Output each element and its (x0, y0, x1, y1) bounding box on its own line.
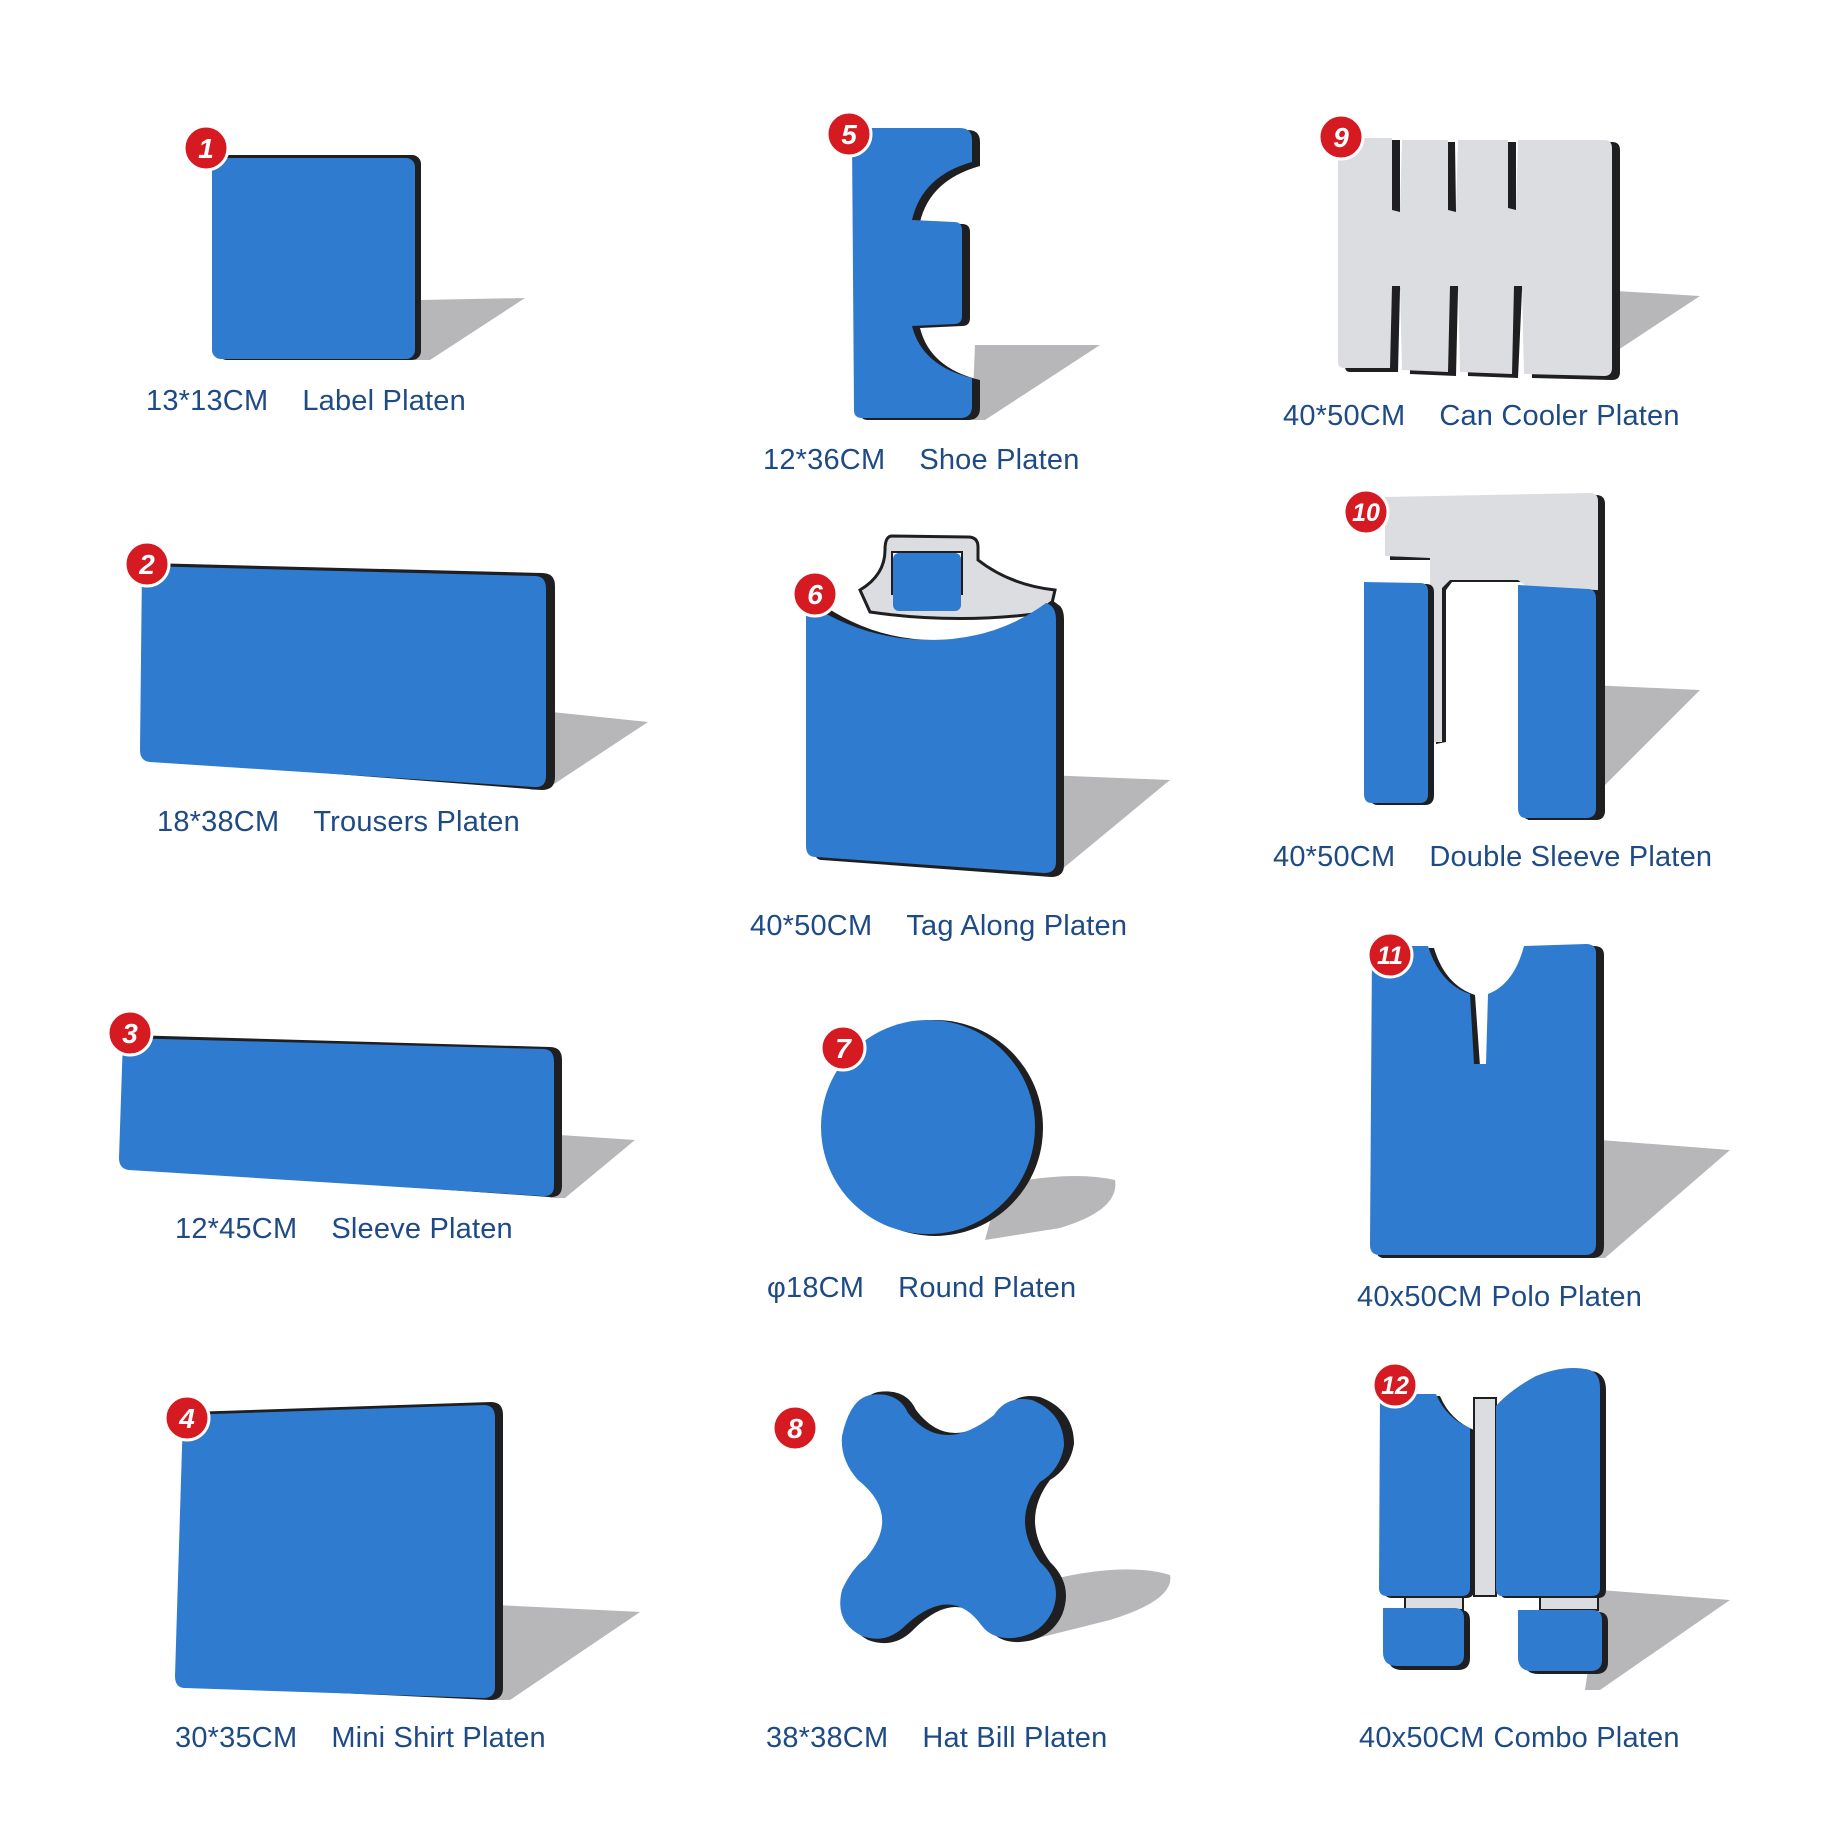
platen-12-combo-illustration (1379, 1368, 1730, 1690)
platen-5-shoe-illustration (852, 128, 1100, 420)
badge-4-number: 4 (178, 1403, 195, 1434)
badge-9-number: 9 (1333, 122, 1349, 153)
platen-4-name: Mini Shirt Platen (331, 1722, 546, 1754)
platen-10-size: 40*50CM (1273, 841, 1396, 873)
platen-10-name: Double Sleeve Platen (1429, 841, 1713, 873)
badge-1: 1 (182, 124, 230, 172)
platen-1-size: 13*13CM (146, 385, 269, 417)
platen-11-polo-illustration (1370, 944, 1730, 1258)
badge-1-number: 1 (198, 133, 214, 164)
platen-9-can-cooler-illustration (1338, 138, 1700, 380)
platen-1-name: Label Platen (302, 385, 466, 417)
badge-6: 6 (791, 570, 839, 618)
platen-8-hat-bill-illustration (840, 1391, 1171, 1644)
platen-2-trousers-illustration (140, 563, 648, 790)
platen-6-name: Tag Along Platen (906, 910, 1128, 942)
platen-10-double-sleeve-illustration (1364, 493, 1700, 820)
badge-10-number: 10 (1352, 499, 1380, 527)
platen-12-size: 40x50CM (1359, 1722, 1485, 1754)
platen-7-size: φ18CM (767, 1272, 865, 1304)
badge-11: 11 (1366, 931, 1414, 979)
platen-12-name: Combo Platen (1493, 1722, 1680, 1754)
platen-3-size: 12*45CM (175, 1213, 298, 1245)
platen-2-size: 18*38CM (157, 806, 280, 838)
caption-platen-6: 40*50CM Tag Along Platen (750, 910, 1127, 943)
badge-2-number: 2 (138, 549, 155, 580)
caption-platen-5: 12*36CM Shoe Platen (763, 444, 1080, 477)
badge-3: 3 (106, 1009, 154, 1057)
badge-6-number: 6 (807, 579, 823, 610)
badge-3-number: 3 (122, 1018, 138, 1049)
platen-8-name: Hat Bill Platen (922, 1722, 1108, 1754)
caption-platen-2: 18*38CM Trousers Platen (157, 806, 520, 839)
badge-11-number: 11 (1377, 942, 1403, 970)
badge-2: 2 (123, 540, 171, 588)
platen-7-name: Round Platen (898, 1272, 1077, 1304)
platen-5-size: 12*36CM (763, 444, 886, 476)
caption-platen-7: φ18CM Round Platen (767, 1272, 1076, 1305)
badge-8: 8 (771, 1404, 819, 1452)
platen-3-sleeve-illustration (119, 1035, 635, 1198)
platen-11-name: Polo Platen (1491, 1281, 1643, 1313)
badge-10: 10 (1342, 488, 1390, 536)
platen-9-size: 40*50CM (1283, 400, 1406, 432)
platen-7-round-illustration (821, 1020, 1116, 1240)
platen-9-name: Can Cooler Platen (1439, 400, 1680, 432)
badge-5-number: 5 (841, 119, 857, 150)
platen-4-size: 30*35CM (175, 1722, 298, 1754)
badge-12-number: 12 (1381, 1372, 1409, 1400)
platen-1-label-illustration (212, 155, 525, 360)
badge-7-number: 7 (835, 1033, 852, 1064)
badge-4: 4 (163, 1394, 211, 1442)
platen-6-tag-along-illustration (806, 534, 1170, 877)
platen-2-name: Trousers Platen (313, 806, 520, 838)
badge-7: 7 (819, 1024, 867, 1072)
badge-8-number: 8 (787, 1413, 803, 1444)
caption-platen-4: 30*35CM Mini Shirt Platen (175, 1722, 546, 1755)
platen-6-size: 40*50CM (750, 910, 873, 942)
platen-8-size: 38*38CM (766, 1722, 889, 1754)
badge-5: 5 (825, 110, 873, 158)
platen-5-name: Shoe Platen (919, 444, 1080, 476)
caption-platen-1: 13*13CM Label Platen (146, 385, 466, 418)
caption-platen-10: 40*50CM Double Sleeve Platen (1273, 841, 1712, 874)
platen-11-size: 40x50CM (1357, 1281, 1483, 1313)
badge-9: 9 (1317, 113, 1365, 161)
badge-12: 12 (1371, 1361, 1419, 1409)
caption-platen-9: 40*50CM Can Cooler Platen (1283, 400, 1680, 433)
caption-platen-3: 12*45CM Sleeve Platen (175, 1213, 513, 1246)
platen-4-mini-shirt-illustration (175, 1402, 640, 1700)
caption-platen-8: 38*38CM Hat Bill Platen (766, 1722, 1107, 1755)
platen-3-name: Sleeve Platen (331, 1213, 513, 1245)
